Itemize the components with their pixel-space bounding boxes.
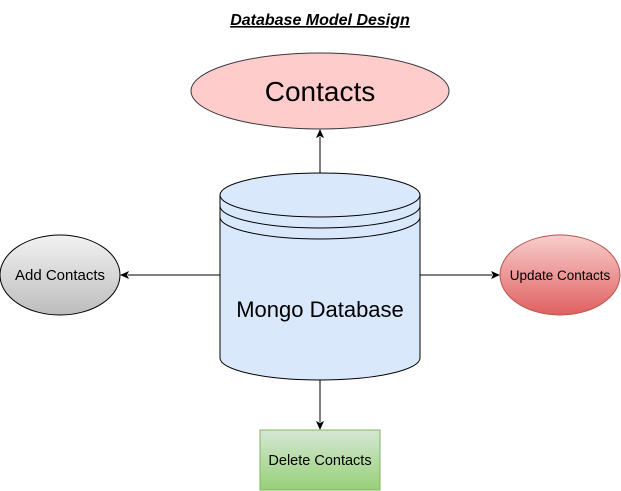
node-delete-contacts[interactable]: Delete Contacts — [259, 429, 381, 491]
edges — [120, 129, 500, 430]
contacts-label: Contacts — [265, 76, 376, 107]
database-cylinder-ring-3 — [219, 216, 421, 240]
edge-database-to-update — [420, 271, 500, 279]
database-label: Mongo Database — [236, 297, 404, 322]
add-contacts-shape — [0, 234, 121, 316]
node-contacts[interactable]: Contacts — [190, 52, 450, 130]
edge-database-to-add — [120, 271, 220, 279]
node-add-contacts[interactable]: Add Contacts — [0, 234, 121, 316]
node-database[interactable]: Mongo Database — [219, 172, 421, 381]
database-cylinder-ring-2 — [219, 205, 421, 229]
delete-contacts-label: Delete Contacts — [268, 453, 371, 469]
update-contacts-label: Update Contacts — [510, 268, 611, 283]
add-contacts-label: Add Contacts — [15, 267, 105, 284]
update-contacts-shape — [499, 234, 621, 316]
delete-contacts-shape — [259, 429, 381, 491]
edge-database-to-delete — [316, 380, 324, 430]
node-update-contacts[interactable]: Update Contacts — [499, 234, 621, 316]
database-cylinder-body — [219, 172, 421, 381]
database-cylinder-ring-1 — [219, 194, 421, 218]
diagram-title: Database Model Design — [230, 12, 410, 29]
edge-database-to-contacts — [316, 129, 324, 173]
contacts-shape — [190, 52, 450, 130]
